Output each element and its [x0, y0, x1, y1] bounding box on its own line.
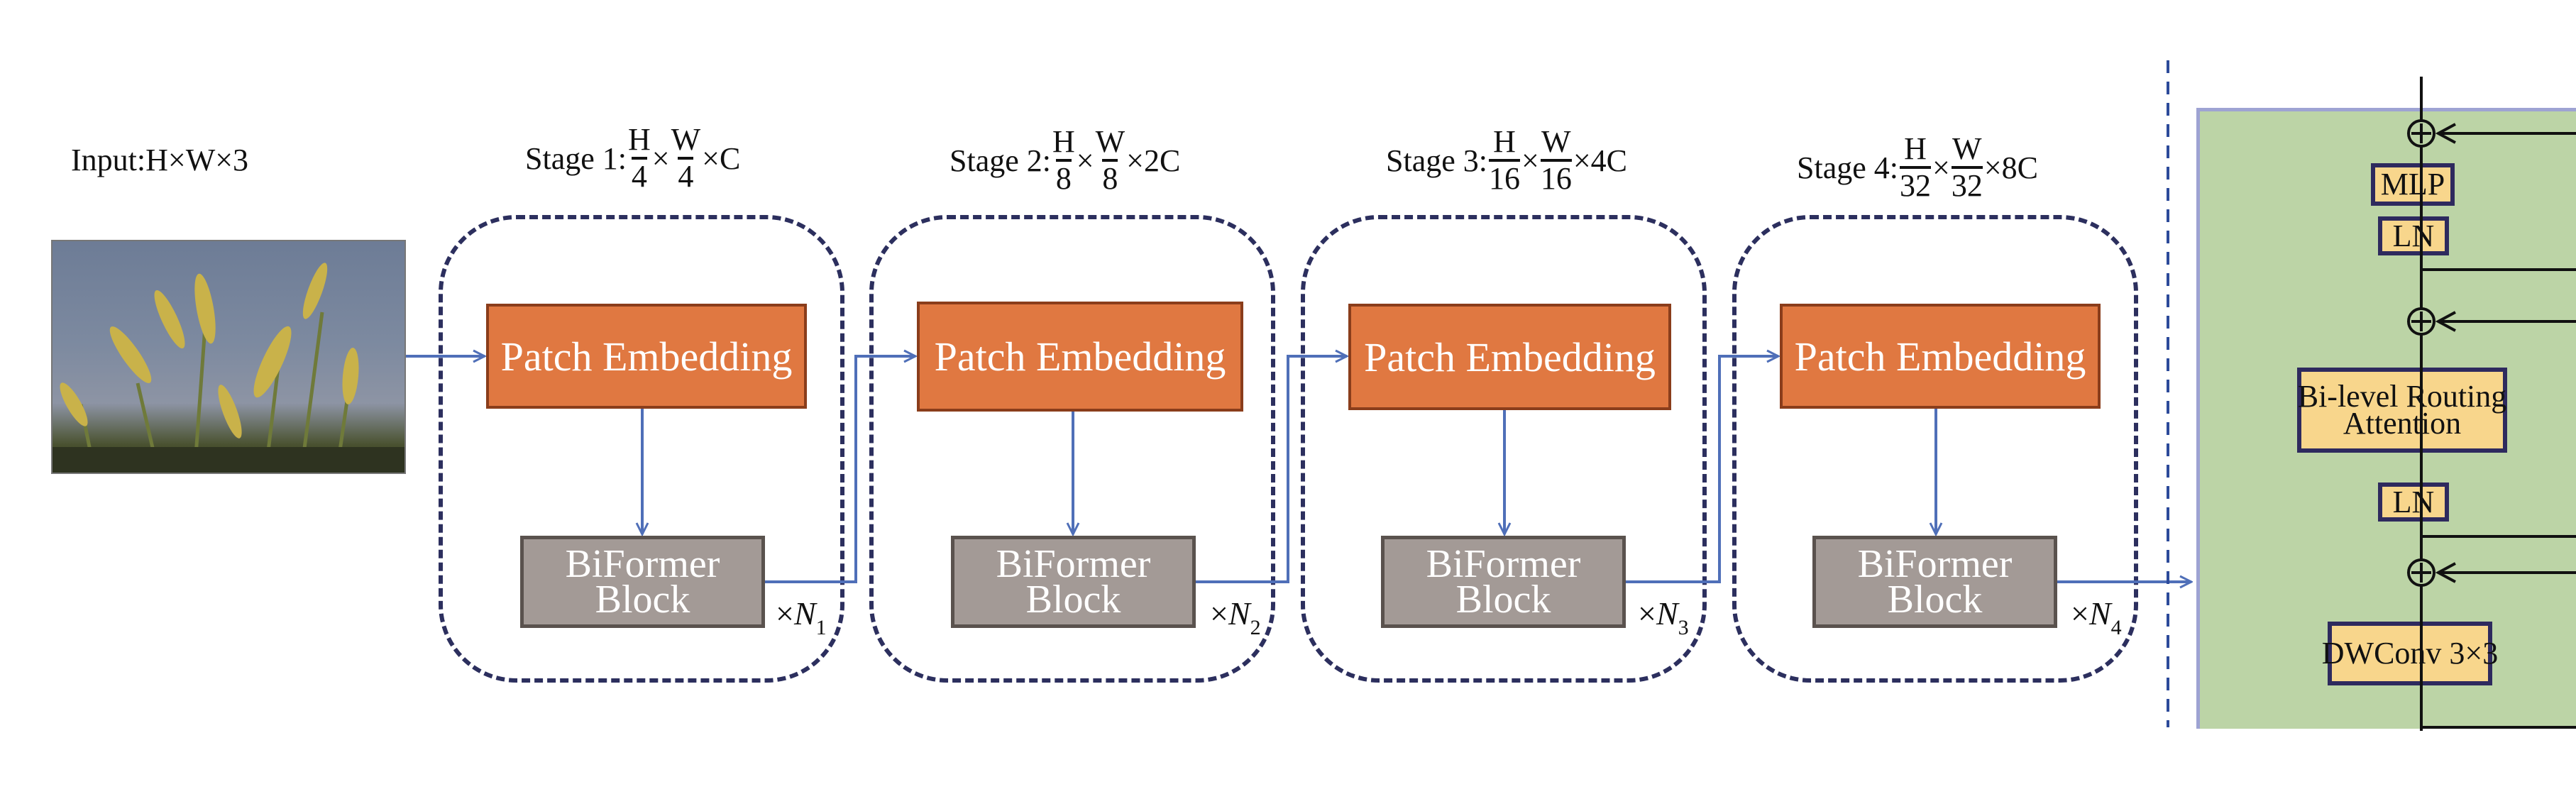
ln-box-bottom: LN: [2378, 483, 2449, 522]
repeat-subscript: 2: [1250, 616, 1261, 639]
repeat-subscript: 4: [2110, 616, 2122, 639]
stage-3-channels: ×4C: [1573, 143, 1627, 178]
stage-2-channels: ×2C: [1126, 143, 1181, 178]
repeat-variable: N: [1656, 595, 1678, 632]
fraction-denominator: 32: [1899, 166, 1931, 202]
times-symbol: ×: [651, 140, 670, 176]
block-label-line1: BiFormer: [996, 542, 1151, 586]
ln-label: LN: [2392, 484, 2435, 519]
dwconv-box: DWConv 3×3: [2322, 622, 2498, 685]
attention-label-line1: Bi-level Routing: [2297, 379, 2507, 414]
patch-embedding-label: Patch Embedding: [934, 333, 1226, 380]
stage-2-patch-embedding: Patch Embedding: [917, 302, 1243, 412]
stage-2-prefix: Stage 2:: [950, 143, 1051, 178]
times-symbol: ×: [1521, 143, 1539, 178]
stage-4-patch-embedding: Patch Embedding: [1780, 304, 2101, 409]
fraction-denominator: 16: [1540, 159, 1572, 194]
fraction-numerator: W: [1541, 124, 1571, 159]
block-label-line2: Block: [1025, 578, 1121, 622]
fraction-denominator: 8: [1055, 159, 1072, 194]
block-label-line2: Block: [1887, 578, 1983, 622]
patch-embedding-label: Patch Embedding: [500, 333, 793, 380]
fraction-denominator: 32: [1951, 166, 1983, 202]
stage-2-repeat-count: ×N2: [1210, 595, 1261, 640]
times-symbol: ×: [776, 595, 794, 632]
input-image: [51, 240, 406, 474]
stage-1-channels: ×C: [702, 140, 741, 176]
repeat-variable: N: [1228, 595, 1250, 632]
patch-embedding-label: Patch Embedding: [1794, 333, 2086, 380]
block-label-line1: BiFormer: [1426, 542, 1581, 586]
ln-box-top: LN: [2378, 216, 2449, 255]
times-symbol: ×: [1932, 150, 1950, 185]
fraction-numerator: H: [627, 122, 651, 157]
attention-label-line2: Attention: [2343, 406, 2462, 441]
stage-3-patch-embedding: Patch Embedding: [1348, 304, 1671, 410]
stage-1-patch-embedding: Patch Embedding: [486, 304, 807, 409]
fraction-denominator: 16: [1488, 159, 1520, 194]
stage-1-prefix: Stage 1:: [525, 140, 627, 176]
input-label: Input:H×W×3: [71, 142, 248, 178]
fraction-numerator: W: [1952, 131, 1982, 166]
repeat-subscript: 1: [815, 616, 827, 639]
fraction-denominator: 4: [631, 157, 647, 192]
add-circle-icon: [2406, 118, 2437, 149]
repeat-variable: N: [793, 595, 816, 632]
stage-4-repeat-count: ×N4: [2071, 595, 2122, 640]
block-label-line2: Block: [1455, 578, 1551, 622]
fraction-numerator: W: [1095, 124, 1125, 159]
times-symbol: ×: [1210, 595, 1228, 632]
stage-4-prefix: Stage 4:: [1797, 150, 1898, 185]
block-label-line2: Block: [595, 578, 690, 622]
fraction-numerator: H: [1052, 124, 1075, 159]
fraction-denominator: 4: [678, 157, 694, 192]
add-circle-icon: [2406, 557, 2437, 588]
patch-embedding-label: Patch Embedding: [1364, 333, 1656, 380]
fraction-numerator: H: [1904, 131, 1927, 166]
repeat-variable: N: [2088, 595, 2111, 632]
stage-1-repeat-count: ×N1: [776, 595, 827, 640]
input-label-text: Input:H×W×3: [71, 143, 249, 177]
fraction-numerator: W: [671, 122, 701, 157]
ln-label: LN: [2392, 218, 2435, 253]
flower-illustration: [53, 263, 404, 473]
mlp-label: MLP: [2380, 167, 2445, 202]
stage-3-prefix: Stage 3:: [1386, 143, 1487, 178]
dwconv-label: DWConv 3×3: [2321, 636, 2499, 671]
fraction-denominator: 8: [1102, 159, 1118, 194]
stage-3-repeat-count: ×N3: [1638, 595, 1689, 640]
mlp-box: MLP: [2371, 163, 2455, 206]
block-label-line1: BiFormer: [565, 542, 720, 586]
add-circle-icon: [2406, 306, 2437, 337]
times-symbol: ×: [1638, 595, 1656, 632]
fraction-numerator: H: [1493, 124, 1516, 159]
times-symbol: ×: [1076, 143, 1094, 178]
repeat-subscript: 3: [1678, 616, 1689, 639]
times-symbol: ×: [2071, 595, 2089, 632]
stage-4-channels: ×8C: [1983, 150, 2038, 185]
block-label-line1: BiFormer: [1857, 542, 2013, 586]
